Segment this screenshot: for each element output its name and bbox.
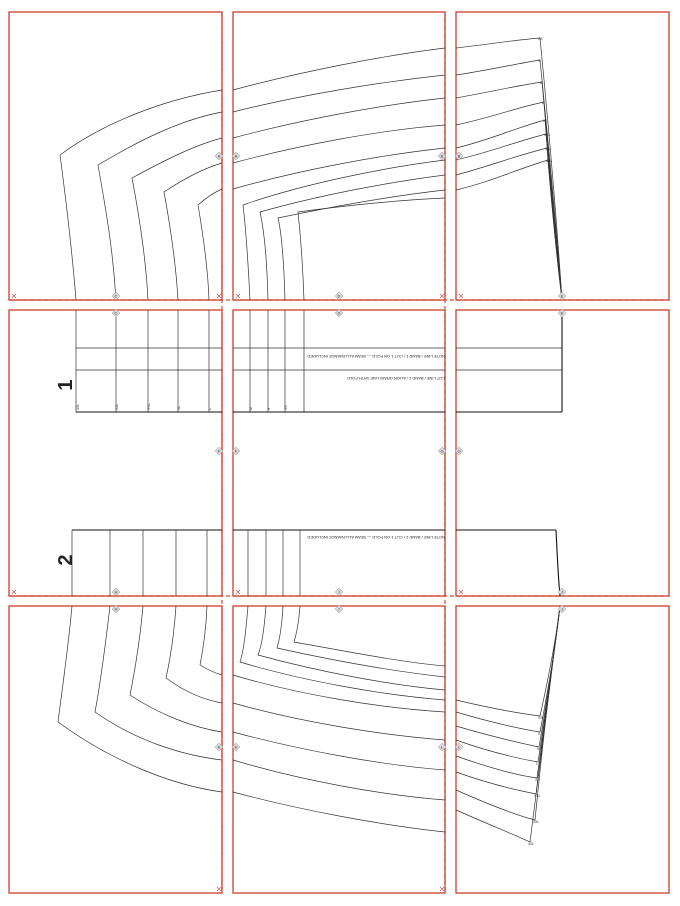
match-mark-label: B (441, 154, 444, 159)
size-label: S (267, 407, 271, 410)
match-mark-diamond (214, 151, 224, 161)
match-mark-diamond (557, 308, 567, 318)
match-mark-label: H (115, 607, 118, 612)
match-mark-diamond (557, 604, 567, 614)
match-mark-diamond (111, 291, 121, 301)
match-mark-diamond (214, 446, 224, 456)
band-note-3: NOTE LINE / BAND 2 / CUT 1 ON FOLD — SEA… (307, 535, 445, 540)
piece-1-top-curves (59, 37, 563, 301)
match-mark-label: H (115, 590, 118, 595)
size-labels-bottom: XS S M L XL XXL 3XL 4XL (528, 716, 543, 846)
match-mark-diamond (334, 308, 344, 318)
size-label: XS (284, 405, 288, 410)
band-note-1: NOTE LINE / BAND 1 / CUT 1 ON FOLD — SEA… (307, 354, 445, 359)
match-mark-label: C (115, 311, 118, 316)
size-label: L (542, 101, 544, 105)
match-mark-label: K (235, 745, 238, 750)
match-mark-label: I (338, 607, 339, 612)
match-mark-label: A (235, 154, 238, 159)
size-label: XL (177, 406, 181, 410)
piece-2-band (71, 529, 561, 597)
size-label: 3XL (545, 147, 551, 151)
match-mark-diamond (111, 308, 121, 318)
match-mark-diamond (334, 291, 344, 301)
match-mark-diamond (231, 446, 241, 456)
match-mark-label: J (561, 607, 563, 612)
match-mark-diamond (231, 151, 241, 161)
size-label: 4XL (76, 404, 80, 410)
size-labels-row: 4XL 3XL XXL XL L M S XS (76, 403, 288, 410)
match-marks: A A B B C C D D E E F F G G H H I I J J K K L L (111, 151, 567, 752)
match-mark-label: F (235, 449, 238, 454)
piece-2-bottom-curves (57, 605, 561, 843)
match-mark-label: E (561, 294, 564, 299)
match-mark-diamond (334, 587, 344, 597)
size-label: XS (538, 37, 543, 41)
match-mark-diamond (334, 604, 344, 614)
piece-number-2: 2 (55, 554, 77, 565)
band-note-2: CUT LINE / BAND 1 / ALIGN GRAIN LINE WIT… (347, 376, 445, 381)
match-mark-label: D (338, 311, 341, 316)
size-label: XL (535, 778, 539, 782)
match-mark-label: C (115, 294, 118, 299)
size-label: 3XL (533, 820, 539, 824)
match-mark-label: L (458, 745, 461, 750)
match-mark-label: A (218, 154, 221, 159)
size-label: M (537, 747, 540, 751)
piece-number-1: 1 (55, 379, 77, 390)
tile-1 (8, 11, 223, 301)
size-labels-top: XS S M L XL XXL 3XL 4XL (538, 37, 552, 163)
match-mark-label: G (457, 449, 460, 454)
match-mark-label: I (338, 590, 339, 595)
size-label: M (249, 407, 253, 410)
tile-9 (455, 605, 670, 894)
match-mark-label: J (561, 590, 563, 595)
match-mark-label: K (218, 745, 221, 750)
tile-7 (8, 605, 223, 894)
size-label: XS (538, 716, 543, 720)
tile-2 (232, 11, 446, 301)
piece-1-band (75, 310, 563, 413)
size-label: XXL (544, 133, 551, 137)
match-mark-label: F (218, 449, 221, 454)
tile-4 (8, 309, 223, 597)
match-mark-diamond (454, 151, 464, 161)
size-label: XL (543, 119, 547, 123)
match-mark-diamond (454, 742, 464, 752)
size-label: M (540, 81, 543, 85)
tile-3 (455, 11, 670, 301)
match-mark-diamond (214, 742, 224, 752)
match-mark-label: L (441, 745, 444, 750)
match-mark-label: B (458, 154, 461, 159)
corner-marks (11, 293, 464, 892)
size-label: L (208, 408, 212, 410)
size-label: 4XL (546, 159, 552, 163)
match-mark-diamond (557, 587, 567, 597)
size-label: 4XL (528, 842, 534, 846)
match-mark-diamond (111, 587, 121, 597)
size-label: XXL (534, 794, 541, 798)
tile-8 (232, 605, 446, 894)
match-mark-label: D (338, 294, 341, 299)
match-mark-diamond (111, 604, 121, 614)
match-mark-diamond (437, 742, 447, 752)
tile-grid (8, 11, 670, 894)
size-label: XXL (147, 403, 151, 410)
match-mark-diamond (437, 446, 447, 456)
tile-5 (232, 309, 446, 597)
size-label: S (538, 59, 541, 63)
size-label: S (538, 732, 541, 736)
match-mark-label: G (440, 449, 443, 454)
match-mark-label: E (561, 311, 564, 316)
size-label: L (536, 762, 538, 766)
match-mark-diamond (557, 291, 567, 301)
match-mark-diamond (454, 446, 464, 456)
match-mark-diamond (437, 151, 447, 161)
match-mark-diamond (231, 742, 241, 752)
size-label: 3XL (115, 404, 119, 410)
